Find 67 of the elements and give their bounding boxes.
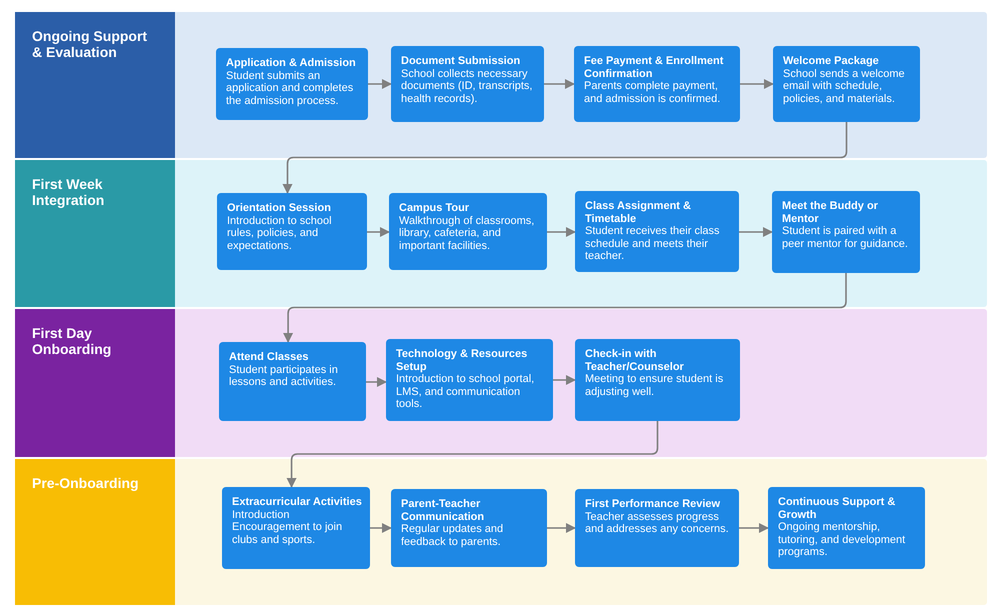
- arrow: [283, 273, 847, 343]
- process-box: [575, 339, 740, 421]
- step-description: Parents complete payment, and admission is confirmed.: [584, 80, 722, 105]
- step-description: Introduction to school portal, LMS, and communication tools.: [396, 373, 536, 410]
- step-description: Introduction Encouragement to join clubs and sports.: [232, 508, 344, 546]
- swimlane: [15, 459, 987, 605]
- process-box: [768, 487, 925, 569]
- step-title: Application & Admission: [226, 57, 357, 70]
- process-box: [222, 487, 370, 569]
- step-description: Meeting to ensure student is adjusting well.: [585, 373, 724, 398]
- lane-title: First Day Onboarding: [32, 325, 112, 357]
- arrow: [553, 375, 576, 385]
- swimlane: [15, 309, 987, 457]
- step-description: Student receives their class schedule and meets their teacher.: [585, 225, 721, 262]
- swimlane: [15, 160, 987, 307]
- step-description: Student submits an application and completes the admission process.: [226, 70, 354, 107]
- step-title: Extracurricular Activities: [232, 496, 362, 508]
- swimlane: [15, 12, 987, 158]
- process-box: [391, 489, 547, 567]
- step-title: Meet the Buddy or Mentor: [782, 200, 879, 225]
- arrow: [282, 122, 848, 194]
- step-description: Student is paired with a peer mentor for guidance.: [782, 225, 909, 250]
- step-description: Walkthrough of classrooms, library, cafeteria, and important facilities.: [399, 214, 536, 252]
- arrow: [739, 523, 769, 533]
- step-description: School sends a welcome email with schedule, policies, and materials.: [783, 68, 906, 105]
- arrow: [366, 377, 387, 387]
- process-box: [219, 342, 366, 421]
- arrow: [739, 227, 773, 237]
- arrow: [547, 227, 576, 237]
- arrow: [368, 79, 392, 89]
- step-title: Fee Payment & Enrollment Confirmation: [584, 55, 724, 80]
- lane-title: Ongoing Support & Evaluation: [32, 28, 148, 60]
- step-title: Attend Classes: [229, 351, 310, 364]
- arrow: [740, 79, 774, 89]
- process-box: [217, 193, 367, 270]
- step-title: Welcome Package: [783, 55, 880, 68]
- arrow: [547, 523, 576, 533]
- step-title: Technology & Resources Setup: [396, 348, 528, 373]
- step-title: Campus Tour: [399, 202, 470, 214]
- process-box: [391, 46, 544, 122]
- step-title: Document Submission: [401, 55, 522, 68]
- process-box: [574, 46, 740, 122]
- step-description: Teacher assesses progress and addresses any concerns.: [585, 510, 730, 536]
- step-description: Regular updates and feedback to parents.: [401, 523, 504, 548]
- process-box: [216, 48, 368, 120]
- process-box: [389, 193, 547, 270]
- step-description: Student participates in lessons and activities.: [229, 364, 339, 388]
- process-box: [772, 191, 920, 273]
- step-title: Continuous Support & Growth: [778, 496, 896, 521]
- arrow: [544, 79, 575, 89]
- lane-title: First Week Integration: [32, 176, 106, 208]
- step-description: Ongoing mentorship, tutoring, and development programs.: [778, 521, 906, 558]
- step-title: Class Assignment & Timetable: [585, 200, 692, 225]
- process-box: [575, 489, 739, 567]
- process-box: [386, 339, 553, 421]
- arrow: [367, 227, 390, 237]
- step-title: Parent-Teacher Communication: [401, 498, 486, 523]
- step-description: School collects necessary documents (ID, transcripts, health records).: [401, 68, 534, 105]
- step-title: Orientation Session: [227, 202, 332, 214]
- process-box: [773, 46, 920, 122]
- arrow: [370, 523, 392, 533]
- arrow: [286, 421, 658, 488]
- step-title: Check-in with Teacher/Counselor: [585, 348, 685, 373]
- lane-title: Pre-Onboarding: [32, 475, 140, 491]
- step-title: First Performance Review: [585, 498, 722, 510]
- process-box: [575, 191, 739, 272]
- step-description: Introduction to school rules, policies, and expectations.: [227, 214, 333, 252]
